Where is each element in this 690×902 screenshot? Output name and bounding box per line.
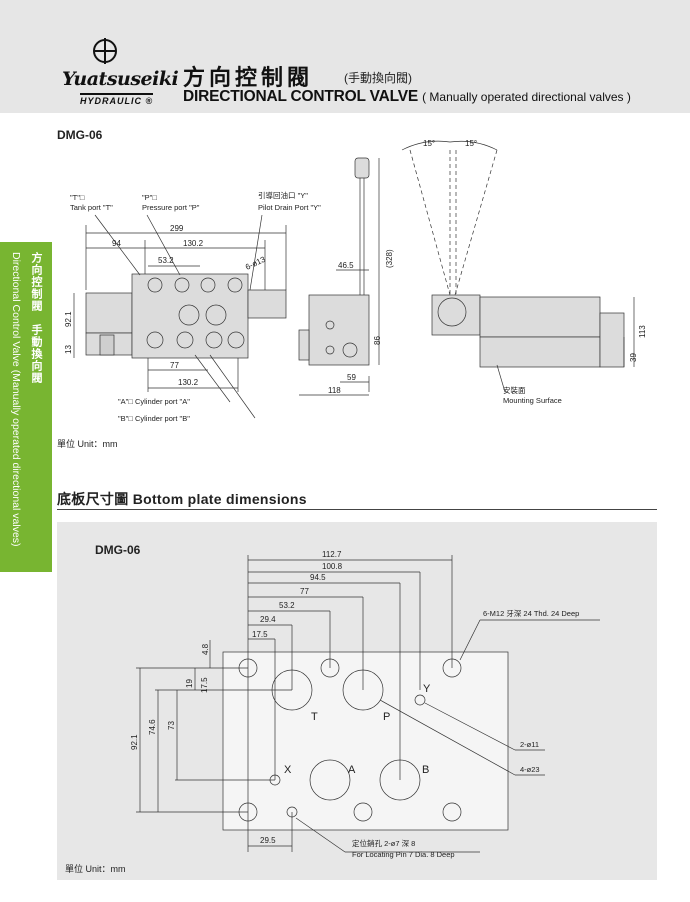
dim-39: 39	[629, 353, 638, 362]
plate-dim-100: 100.8	[322, 562, 343, 571]
page-title-cn: 方向控制閥	[183, 65, 314, 90]
plate-dim-17a: 17.5	[252, 630, 268, 639]
plate-dim-92: 92.1	[130, 734, 139, 750]
dim-59: 59	[347, 373, 356, 382]
port-Y-label: Y	[423, 683, 431, 695]
page-title-en-sub: ( Manually operated directional valves )	[422, 90, 631, 104]
unit-label-bottom: 單位 Unit：mm	[65, 864, 126, 874]
port-A-label: A	[348, 764, 356, 776]
cylinder-a-label: "A"□ Cylinder port "A"	[118, 397, 190, 406]
plate-model-label: DMG-06	[95, 543, 141, 557]
dim-130-top: 130.2	[183, 239, 204, 248]
dim-118: 118	[328, 386, 341, 395]
note-m12: 6-M12 牙深 24 Thd. 24 Deep	[483, 609, 579, 618]
brand-mark-icon	[93, 38, 117, 64]
pilot-port-en: Pilot Drain Port "Y"	[258, 203, 321, 212]
side-tab-cn: 方向控制閥 手動換向閥	[30, 252, 42, 384]
dim-53: 53.2	[158, 256, 174, 265]
plate-dim-19: 19	[185, 679, 194, 688]
dim-86: 86	[373, 336, 382, 345]
section-divider	[57, 509, 657, 510]
plate-dim-112: 112.7	[322, 550, 342, 559]
valve-drawing: 299 94 130.2 53.2 6-ø13 92.1 13 77 130.2…	[64, 139, 647, 423]
page-title-cn-sub: (手動換向閥)	[344, 71, 412, 85]
plate-dim-77: 77	[300, 587, 309, 596]
plate-dim-17b: 17.5	[200, 677, 209, 693]
port-T-label: T	[311, 711, 318, 723]
mounting-surface-en: Mounting Surface	[503, 396, 562, 405]
brand-logo: Yuatsuseiki HYDRAULIC ®	[62, 38, 179, 108]
plate-dim-73: 73	[167, 721, 176, 730]
dim-328: (328)	[385, 249, 394, 268]
dim-46: 46.5	[338, 261, 354, 270]
port-P-label: P	[383, 711, 390, 723]
note-pin-cn: 定位銷孔 2-ø7 深 8	[352, 838, 415, 848]
plate-dim-29b: 29.5	[260, 836, 276, 845]
tank-port-label: "T"□	[70, 193, 85, 202]
dim-299: 299	[170, 224, 184, 233]
page-title-en: DIRECTIONAL CONTROL VALVE ( Manually ope…	[183, 88, 631, 106]
pressure-port-en: Pressure port "P"	[142, 203, 200, 212]
section-title-bottom-plate: 底板尺寸圖 Bottom plate dimensions	[57, 491, 307, 507]
dim-94: 94	[112, 239, 121, 248]
mounting-surface-cn: 安裝面	[503, 385, 526, 395]
note-4-23: 4-ø23	[520, 765, 540, 774]
tank-port-en: Tank port "T"	[70, 203, 113, 212]
port-B-label: B	[422, 764, 429, 776]
page-header: Yuatsuseiki HYDRAULIC ® 方向控制閥 (手動換向閥) DI…	[0, 0, 690, 113]
pilot-port-label: 引導回油口 "Y"	[258, 190, 308, 200]
logo-subtitle: HYDRAULIC ®	[80, 93, 154, 106]
dim-15-right: 15°	[465, 139, 477, 148]
pressure-port-label: "P"□	[142, 193, 157, 202]
dim-113: 113	[638, 325, 647, 338]
dim-77: 77	[170, 361, 179, 370]
dim-13: 13	[64, 345, 73, 354]
logo-wordmark: Yuatsuseiki	[62, 68, 179, 90]
plate-dim-94: 94.5	[310, 573, 326, 582]
page-title-en-main: DIRECTIONAL CONTROL VALVE	[183, 88, 418, 105]
side-tab-en: Directional Control Valve (Manually oper…	[10, 252, 22, 547]
valve-model-label: DMG-06	[57, 128, 103, 142]
dim-92: 92.1	[64, 311, 73, 327]
plate-dim-29a: 29.4	[260, 615, 276, 624]
plate-dim-4: 4.8	[201, 643, 210, 655]
note-2-11: 2-ø11	[520, 740, 539, 749]
side-tab: 方向控制閥 手動換向閥 Directional Control Valve (M…	[0, 242, 52, 572]
port-X-label: X	[284, 764, 292, 776]
dim-15-left: 15°	[423, 139, 435, 148]
plate-dim-74: 74.6	[148, 719, 157, 735]
note-pin-en: For Locating Pin 7 Dia. 8 Deep	[352, 850, 455, 859]
plate-dim-53: 53.2	[279, 601, 295, 610]
cylinder-b-label: "B"□ Cylinder port "B"	[118, 414, 190, 423]
dim-130-bot: 130.2	[178, 378, 199, 387]
unit-label-top: 單位 Unit：mm	[57, 439, 118, 449]
